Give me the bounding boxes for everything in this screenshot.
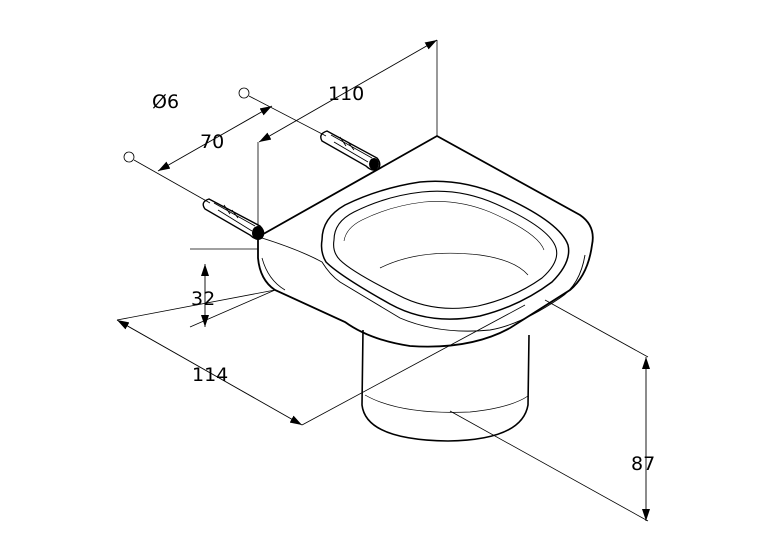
- dim-114-line: [116, 319, 303, 426]
- plate-top-edge: [261, 237, 586, 332]
- dim-70-line: [157, 105, 273, 172]
- screw-right: [320, 130, 381, 171]
- opening-inner: [333, 190, 558, 309]
- dim-label-32: 32: [191, 288, 215, 310]
- hole-marker-left: [123, 151, 135, 163]
- plate-outline: [257, 134, 594, 348]
- dim-110-line: [258, 39, 438, 143]
- dim-label-87: 87: [631, 453, 655, 475]
- screw-left: [202, 198, 265, 240]
- dim-label-diameter: Ø6: [152, 91, 179, 113]
- dim-label-70: 70: [200, 131, 224, 153]
- glass-inner-curve: [379, 252, 529, 276]
- opening-outer: [320, 180, 570, 320]
- dim-label-110: 110: [328, 83, 364, 105]
- dim-label-114: 114: [192, 364, 228, 386]
- glass-tumbler: [361, 329, 530, 442]
- glass-bottom-line: [364, 394, 529, 413]
- opening-highlight: [343, 201, 545, 251]
- holder-body: [257, 134, 594, 442]
- plate-lower-rim: [261, 257, 286, 291]
- hole-marker-right: [238, 87, 250, 99]
- dimension-lines: [116, 39, 650, 522]
